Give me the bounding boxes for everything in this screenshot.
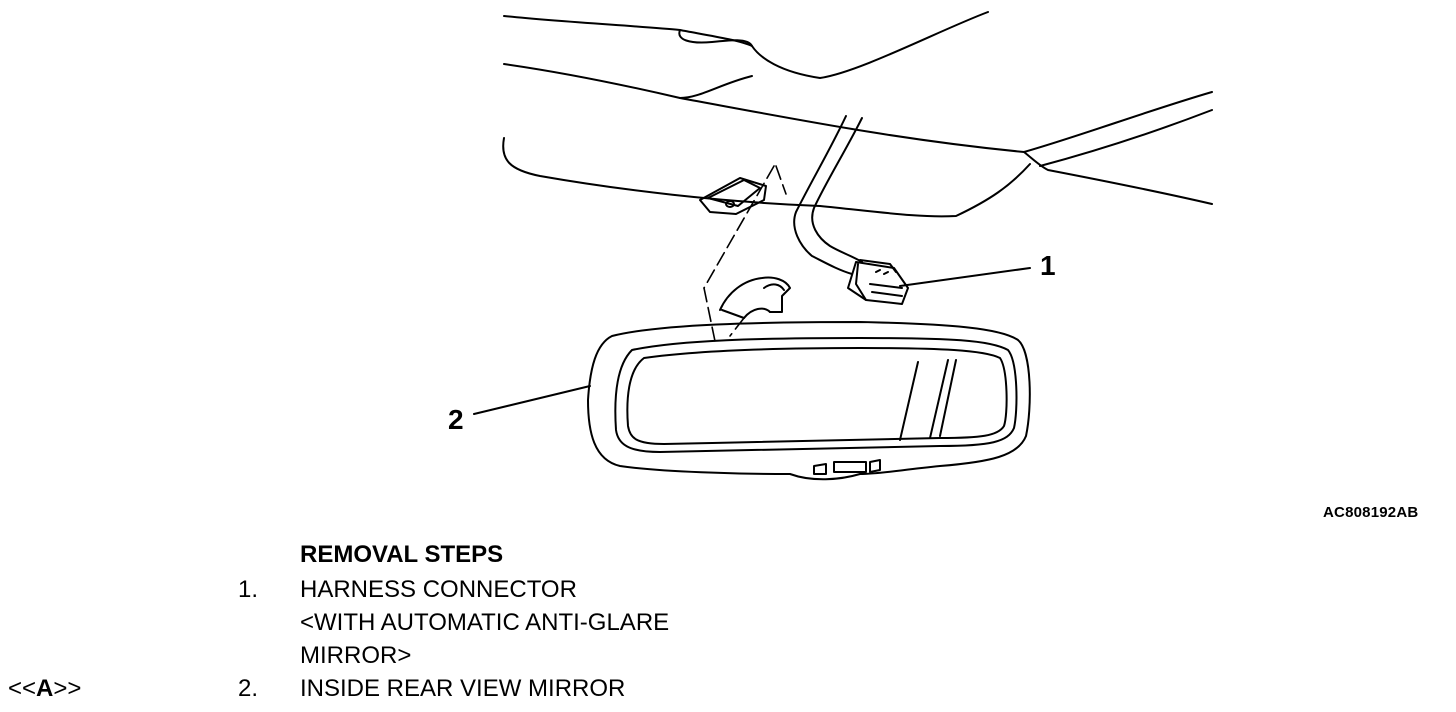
harness-connector (847, 259, 909, 305)
step-1-note-line-2: MIRROR> (300, 642, 412, 669)
step-1-number: 1. (238, 576, 259, 603)
leader-lines (473, 267, 1031, 415)
removal-steps-title: REMOVAL STEPS (300, 541, 504, 568)
step-1-note-line-1: <WITH AUTOMATIC ANTI-GLARE (300, 609, 670, 636)
mirror-bracket (719, 276, 791, 319)
mirror-base (699, 177, 767, 215)
step-2-reference: <<A>> (8, 677, 81, 701)
roof-headliner (502, 11, 1213, 218)
figure-code: AC808192AB (1323, 504, 1419, 521)
reference-open: << (8, 675, 37, 702)
harness-wire (793, 115, 863, 275)
reference-letter: A (36, 675, 54, 702)
reference-close: >> (53, 675, 82, 702)
step-2-text: INSIDE REAR VIEW MIRROR (300, 675, 626, 702)
callout-2: 2 (448, 404, 464, 435)
alignment-lines (703, 165, 787, 347)
rear-view-mirror (587, 321, 1031, 481)
step-2-number: 2. (238, 675, 259, 702)
callout-1: 1 (1040, 250, 1056, 281)
step-1-text: HARNESS CONNECTOR (300, 576, 577, 603)
